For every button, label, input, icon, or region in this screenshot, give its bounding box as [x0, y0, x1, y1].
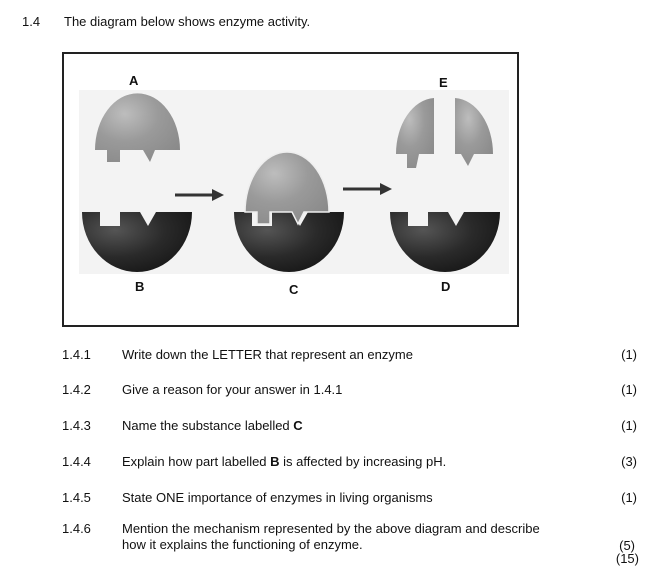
question-text-part: Name the substance labelled: [122, 418, 294, 433]
question-number: 1.4.2: [62, 382, 91, 397]
question-text: Explain how part labelled B is affected …: [122, 454, 446, 469]
question-number: 1.4.5: [62, 490, 91, 505]
question-text-bold: C: [293, 418, 303, 433]
products-e-shape: [395, 98, 434, 168]
question-text: Name the substance labelled C: [122, 418, 303, 433]
question-text: State ONE importance of enzymes in livin…: [122, 490, 433, 505]
enzyme-diagram: A E B C D: [62, 52, 519, 327]
question-text: Write down the LETTER that represent an …: [122, 347, 413, 362]
question-marks: (1): [621, 382, 637, 397]
label-b: B: [135, 279, 145, 294]
question-text-part: is affected by increasing pH.: [279, 454, 447, 469]
question-text-part: Explain how part labelled: [122, 454, 271, 469]
question-marks: (1): [621, 418, 637, 433]
question-text-line1: Mention the mechanism represented by the…: [122, 521, 540, 536]
question-number: 1.4.3: [62, 418, 91, 433]
question-marks: (1): [621, 347, 637, 362]
question-text: Give a reason for your answer in 1.4.1: [122, 382, 343, 397]
question-marks: (1): [621, 490, 637, 505]
question-text-bold: B: [270, 454, 280, 469]
question-number: 1.4.6: [62, 521, 91, 536]
section-intro: The diagram below shows enzyme activity.: [64, 14, 311, 29]
enzyme-diagram-image: [79, 90, 509, 274]
total-marks: (15): [615, 551, 639, 566]
label-a: A: [129, 73, 139, 88]
question-text-line2: how it explains the functioning of enzym…: [122, 537, 363, 552]
question-marks: (3): [621, 454, 637, 469]
section-number: 1.4: [22, 14, 41, 29]
question-number: 1.4.4: [62, 454, 91, 469]
complex-c-shape: [244, 151, 330, 226]
question-marks: (5): [619, 538, 635, 553]
question-number: 1.4.1: [62, 347, 91, 362]
label-d: D: [441, 279, 451, 294]
label-c: C: [289, 282, 299, 297]
label-e: E: [439, 75, 448, 90]
